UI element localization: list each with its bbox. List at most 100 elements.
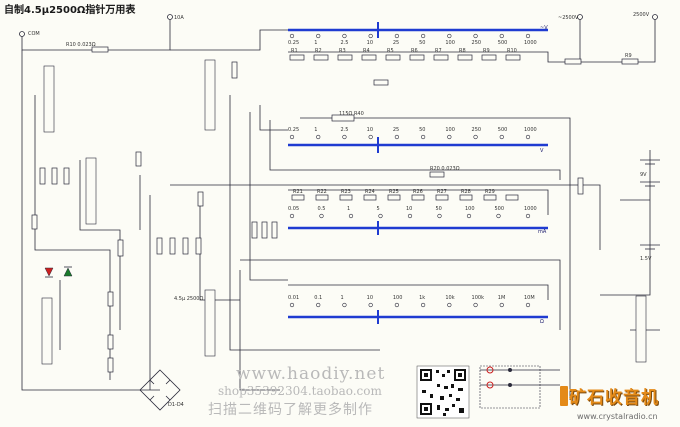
rail-tap-label-ohm: 1 [340,295,344,301]
switch-rails [288,22,548,324]
rail-tap-label-ma: 0.5 [317,206,326,212]
wiring [21,18,660,400]
rail-tap-label-acv: 100 [445,40,455,46]
rail-tap-acv [394,33,399,39]
ma-rail-label: mA [538,229,547,235]
dcv-high-label: 2500V [633,12,650,18]
rail-tap-label-acv: 10 [366,40,374,46]
qr-code [416,365,470,419]
rail-tap-label-dcv: 0.25 [288,127,300,133]
rail-tap-dcv [499,134,504,140]
rail-tap-label-ma: 0.05 [288,206,300,212]
rail-tap-label-acv: 2.5 [340,40,349,46]
rail-tap-dcv [473,134,478,140]
rail-tap-ohm [473,302,478,308]
rail-tap-ohm [342,302,347,308]
rail-tap-label-ma: 1 [347,206,351,212]
dcv-rail-label: V [540,148,544,154]
rail-tap-ma [466,213,472,219]
battery-label: 1.5V [640,256,652,262]
rail-tap-label-ma: 100 [465,206,475,212]
rail-tap-label-ma: 1000 [524,206,537,212]
rail-tap-label-ohm: 1k [419,295,426,301]
shunt-resistor-label: R28 [461,189,471,195]
page-title: 自制4.5μ2500Ω指针万用表 [4,5,136,16]
rail-tap-ma [289,213,295,219]
acv-rail-label: ~V [540,25,548,31]
shunt-resistor-label: R26 [413,189,423,195]
shunt-resistor-label: R23 [341,189,351,195]
resistor-label: R1 [291,48,298,54]
bridge-rectifier [139,369,181,411]
rail-tap-dcv [421,134,426,140]
rail-tap-label-ohm: 100k [471,295,484,301]
rail-tap-acv [525,33,531,39]
rail-tap-label-ma: 10 [406,206,413,212]
bridge-label: D1-D4 [168,402,184,408]
resistor-label: R6 [411,48,418,54]
rail-tap-ohm [289,302,295,308]
shunt-resistor-label: R21 [293,189,303,195]
resistor-label: R3 [339,48,346,54]
rail-tap-ohm [499,302,504,308]
rail-tap-label-dcv: 500 [497,127,508,133]
brand-logo-mark [560,386,568,406]
r9-label: R9 [625,53,632,59]
rail-tap-label-dcv: 1 [314,127,318,133]
rail-tap-dcv [394,134,399,140]
rail-tap-label-dcv: 25 [392,127,400,133]
rail-tap-acv [421,33,426,39]
ma-shunt-ladder [291,171,519,201]
rail-tap-acv [447,33,452,39]
rail-tap-label-acv: 1 [314,40,318,46]
rail-tap-label-acv: 50 [419,40,426,46]
ohm-rail-label: Ω [540,319,544,325]
input-jacks [479,365,541,409]
rail-tap-label-ma: 50 [435,206,442,212]
com-label: COM [28,31,40,37]
watermark-site: www.haodiy.net [236,364,386,384]
resistor-label: R9 [483,48,490,54]
shunt-resistor-label: R25 [389,189,399,195]
ma10-label: 10A [174,15,184,21]
r20-label: R20 0.023Ω [430,166,460,172]
rail-tap-label-dcv: 2.5 [340,127,349,133]
r10-label: R10 0.023Ω [66,42,96,48]
batteries [640,159,660,250]
rail-tap-label-ohm: 0.1 [314,295,323,301]
resistor-label: R10 [507,48,517,54]
rail-tap-dcv [368,134,373,140]
rail-tap-label-dcv: 250 [471,127,482,133]
watermark-shop: shop35392304.taobao.com [218,384,382,398]
shunt-resistor-label: R27 [437,189,447,195]
rail-tap-label-ohm: 10k [445,295,455,301]
rail-tap-dcv [525,134,531,140]
rail-tap-acv [473,33,478,39]
switch-wafers [41,59,647,365]
terminals [19,14,658,37]
rail-tap-ma [378,213,383,219]
rail-tap-label-dcv: 50 [419,127,426,133]
rail-tap-ohm [525,302,531,308]
rail-tap-ohm [316,302,321,308]
rail-tap-label-dcv: 10 [366,127,374,133]
watermark-scan: 扫描二维码了解更多制作 [208,402,373,418]
shunt-resistor-label: R24 [365,189,375,195]
meter-label: 4.5μ 2500Ω [174,296,204,302]
rail-tap-dcv [447,134,452,140]
rail-tap-ma [407,213,413,219]
rail-tap-acv [499,33,504,39]
rail-tap-dcv [289,134,295,140]
brand-name: 矿石收音机 [569,388,659,408]
rail-tap-dcv [316,134,321,140]
rail-tap-label-acv: 500 [497,40,508,46]
rail-tap-ma [525,213,531,219]
resistor-label: R5 [387,48,394,54]
rail-tap-label-acv: 25 [392,40,400,46]
top-resistor-ladder [91,46,639,122]
rail-tap-ohm [447,302,452,308]
rail-tap-ma [319,213,324,219]
rail-tap-acv [316,33,321,39]
